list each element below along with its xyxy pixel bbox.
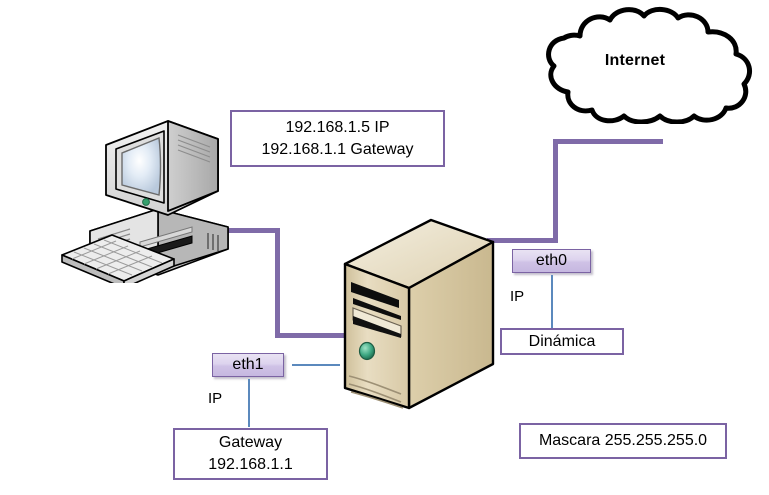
leader-line-eth0 <box>551 275 553 329</box>
eth1-gateway-address: 192.168.1.1 <box>208 456 293 473</box>
cable-cloud-to-server-top <box>553 139 663 144</box>
workstation-info-box: 192.168.1.5 IP 192.168.1.1 Gateway <box>230 110 445 167</box>
server-tower <box>333 216 508 416</box>
badge-eth1-label: eth1 <box>232 356 264 373</box>
netmask-line: Mascara 255.255.255.0 <box>538 432 708 450</box>
server-tower-icon <box>343 218 495 410</box>
badge-eth1[interactable]: eth1 <box>212 353 284 377</box>
cable-cloud-to-server-vertical <box>553 139 558 243</box>
eth1-gateway-title: Gateway <box>218 434 283 452</box>
eth0-value-line: Dinámica <box>528 332 596 350</box>
cloud-label: Internet <box>604 52 666 69</box>
cloud-icon <box>546 7 753 125</box>
eth0-value-box: Dinámica <box>500 328 624 355</box>
badge-eth0[interactable]: eth0 <box>512 249 591 273</box>
internet-cloud: Internet <box>510 6 760 125</box>
label-ip-eth0: IP <box>510 288 525 305</box>
crt-computer-icon <box>61 120 229 289</box>
badge-eth0-label: eth0 <box>535 252 568 269</box>
cable-cloud-to-server-bottom <box>487 238 558 243</box>
leader-line-eth1-to-server <box>292 364 340 366</box>
cable-workstation-to-server-vertical <box>275 228 280 338</box>
workstation-gateway-line: 192.168.1.1 Gateway <box>261 140 414 158</box>
cable-workstation-to-server-bottom <box>275 333 345 338</box>
desktop-computer <box>58 103 238 289</box>
cable-workstation-to-server-top <box>218 228 280 233</box>
workstation-ip-line: 192.168.1.5 IP <box>285 118 390 136</box>
leader-line-eth1 <box>248 379 250 427</box>
label-ip-eth1: IP <box>208 390 223 407</box>
eth1-value-box: Gateway 192.168.1.1 <box>173 428 328 480</box>
netmask-box: Mascara 255.255.255.0 <box>519 423 727 459</box>
